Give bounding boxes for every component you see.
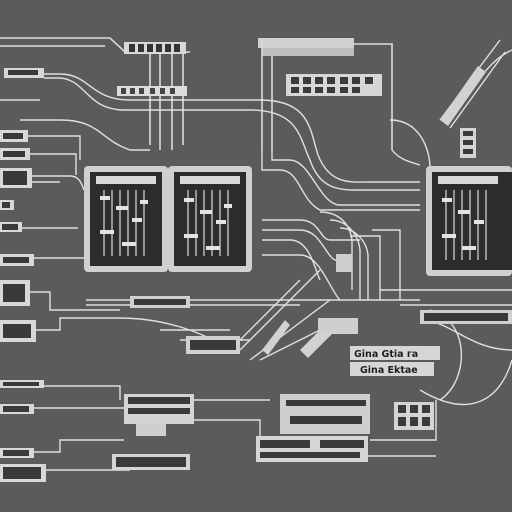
wire-bundle [0,39,512,471]
terminal-blocks [336,128,476,430]
module-panel-right [426,166,512,276]
top-header [0,37,393,150]
left-terminal-labels [0,68,46,482]
module-panel-left-b [168,166,252,272]
controller-box-right [256,394,370,462]
controller-box-left [112,394,194,470]
label-right-a: Ginа Gtiа гa [354,349,418,360]
mid-labels [130,296,512,376]
module-panel-left-a [84,166,168,272]
label-right-b: Ginа Ektae [360,365,418,376]
